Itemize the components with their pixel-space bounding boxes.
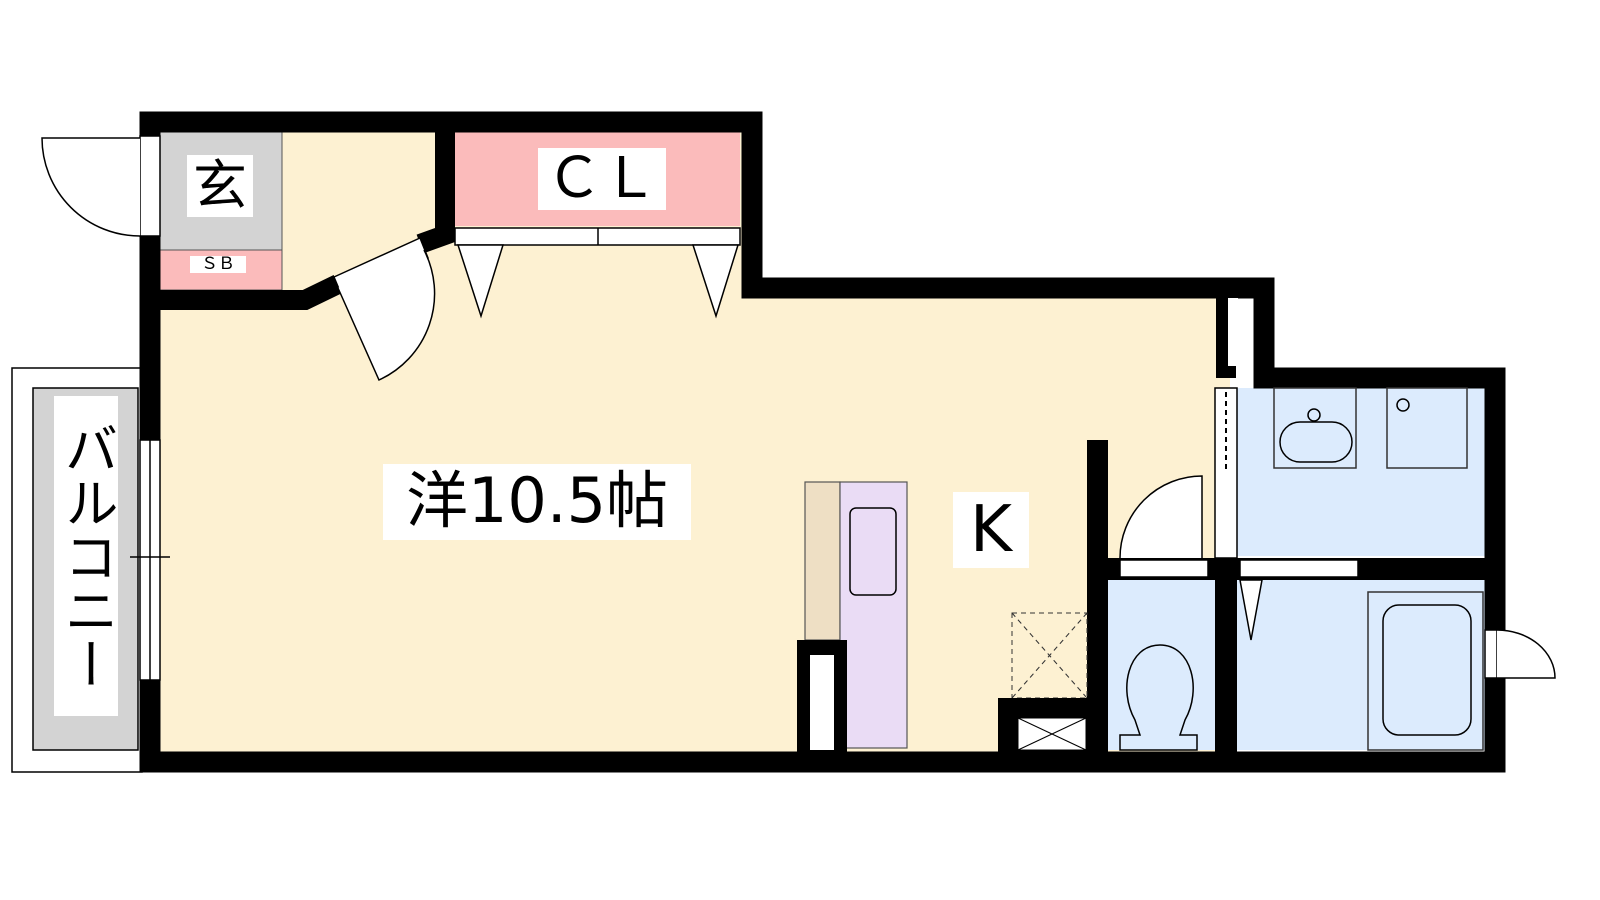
outer-wall [139,111,1506,773]
bathtub-frame [1367,591,1484,751]
closet-label: ＣＬ [538,148,666,210]
entrance-door-frame [139,135,161,237]
closet-door-right [691,244,740,319]
entrance-label: 玄 [187,155,253,217]
toilet-wall [1087,440,1108,760]
shoe-box-label: ＳＢ [190,256,246,273]
kitchen-label: K [953,492,1029,568]
bathroom-door [1239,579,1263,641]
washing-machine-space [1386,387,1468,469]
washbasin [1279,421,1353,463]
bathtub [1382,604,1472,736]
room-door [337,249,436,381]
toilet-icon [1119,644,1198,751]
washbasin-counter [1273,387,1357,469]
closet-door-left [456,244,505,319]
kitchen-sink [849,507,897,596]
balcony-label: バルコニー [54,396,118,716]
counter-side [804,481,841,641]
entrance-door [41,137,141,237]
toilet-door [1119,475,1203,559]
bathroom-window [1496,629,1556,679]
western-room-label: 洋10.5帖 [383,464,691,540]
